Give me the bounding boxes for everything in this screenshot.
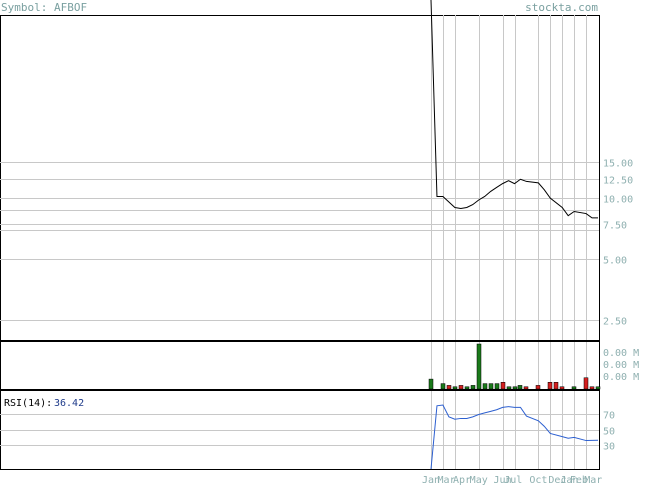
volume-bar [458, 385, 464, 390]
x-tick-label: Dec [548, 475, 566, 486]
volume-bar [517, 385, 523, 390]
price-tick-label: 15.00 [603, 159, 633, 170]
price-tick-label: 7.50 [603, 221, 627, 232]
rsi-tick-label: 70 [603, 411, 615, 422]
x-tick-label: Mar [584, 475, 602, 486]
site-name: stockta.com [525, 1, 598, 14]
price-tick-label: 5.00 [603, 256, 627, 267]
volume-panel: 0.00 M0.00 M0.00 M [0, 341, 639, 390]
x-tick-label: Jan [422, 475, 440, 486]
volume-bar [589, 386, 595, 390]
x-tick-label: Jul [504, 475, 522, 486]
x-tick-label: Jun [494, 475, 512, 486]
price-tick-label: 2.50 [603, 317, 627, 328]
volume-bar [470, 385, 476, 390]
volume-bar [494, 383, 500, 390]
volume-bar [464, 386, 470, 390]
rsi-value: 36.42 [54, 398, 84, 409]
volume-bar [440, 383, 446, 390]
volume-bar [571, 386, 577, 390]
price-panel: 15.00 12.50 10.00 7.50 5.00 2.50 [0, 0, 633, 341]
x-tick-label: Jan [560, 475, 578, 486]
x-tick-label: Feb [570, 475, 588, 486]
volume-bar [446, 385, 452, 390]
volume-bar [428, 378, 434, 390]
volume-bar [553, 382, 559, 390]
price-tick-label: 12.50 [603, 176, 633, 187]
volume-bar [583, 377, 589, 390]
volume-bar [476, 343, 482, 390]
x-tick-label: Apr [453, 475, 471, 486]
symbol-label: Symbol: AFBOF [1, 1, 87, 14]
volume-bar [547, 382, 553, 390]
volume-bar [512, 386, 518, 390]
x-tick-label: Oct [529, 475, 547, 486]
volume-bar [482, 383, 488, 390]
volume-bar [535, 385, 541, 390]
rsi-line [430, 404, 599, 470]
volume-bar [559, 386, 565, 390]
price-tick-label: 10.00 [603, 195, 633, 206]
rsi-label: RSI(14): [4, 398, 52, 409]
x-tick-label: May [470, 475, 488, 486]
volume-bar [500, 382, 506, 390]
volume-frame [0, 341, 600, 390]
volume-bar [595, 386, 601, 390]
volume-bar [506, 386, 512, 390]
volume-bar [488, 383, 494, 390]
rsi-panel: 70 50 30 [0, 390, 615, 470]
volume-tick-label: 0.00 M [603, 360, 639, 371]
volume-bar [452, 386, 458, 390]
price-line [430, 0, 598, 219]
volume-tick-label: 0.00 M [603, 372, 639, 383]
price-frame [0, 15, 600, 341]
x-tick-label: Mar [437, 475, 455, 486]
rsi-tick-label: 30 [603, 442, 615, 453]
volume-tick-label: 0.00 M [603, 348, 639, 359]
volume-bar [523, 386, 529, 390]
rsi-tick-label: 50 [603, 427, 615, 438]
